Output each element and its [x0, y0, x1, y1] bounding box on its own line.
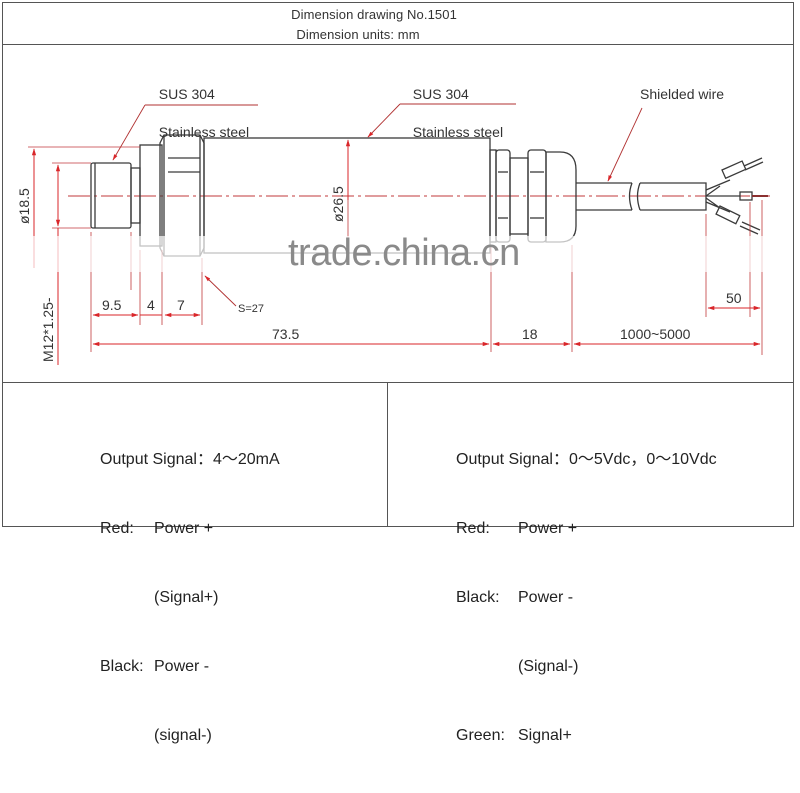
wire-row: Black: Power -	[100, 655, 280, 678]
wire-function: (Signal+)	[154, 589, 219, 606]
wire-color: Green:	[456, 727, 505, 744]
dim-50: 50	[726, 290, 742, 306]
callout-body-material: SUS 304 Stainless steel	[405, 66, 503, 142]
dim-18: 18	[522, 326, 538, 342]
wire-function: (signal-)	[154, 727, 212, 744]
panel-voltage-output: Output Signal：0～5Vdc，0～10Vdc Red: Power +…	[388, 383, 794, 744]
callout-hex-size: S=27	[238, 303, 264, 315]
current-output-spec: Output Signal：4～20mA Red: Power + (Signal…	[100, 402, 280, 793]
wire-lower	[705, 197, 731, 213]
output-signal-row: Output Signal：4～20mA	[100, 448, 280, 471]
wire-row: (Signal-)	[456, 655, 717, 678]
dim-cable-length: 1000~5000	[620, 326, 691, 342]
signal-label: Output Signal：	[456, 451, 569, 468]
callout-thread-material: SUS 304 Stainless steel	[151, 66, 249, 142]
watermark: trade.china.cn	[288, 232, 520, 274]
wire-upper	[705, 179, 731, 197]
wire-row: Red: Power +	[456, 517, 717, 540]
callout-line1: SUS 304	[158, 86, 215, 102]
wire-function: Power -	[518, 589, 574, 606]
panel-current-output: Output Signal：4～20mA Red: Power + (Signal…	[2, 383, 388, 744]
signal-value: 0～5Vdc，0～10Vdc	[568, 451, 717, 468]
signal-value: 4～20mA	[212, 451, 280, 468]
wire-row: Black: Power -	[456, 586, 717, 609]
callout-shielded-wire: Shielded wire	[640, 86, 725, 102]
drawing-frame	[2, 2, 794, 527]
watermark-band	[0, 236, 800, 272]
callout-line1: SUS 304	[412, 86, 469, 102]
output-signal-row: Output Signal：0～5Vdc，0～10Vdc	[456, 448, 717, 471]
wire-function: Signal+	[518, 727, 572, 744]
callout-line2: Stainless steel	[412, 124, 504, 140]
drawing-units: Dimension units: mm	[296, 27, 420, 42]
dimension-drawing	[0, 103, 800, 365]
dim-7: 7	[177, 297, 185, 313]
wire-row: Red: Power +	[100, 517, 280, 540]
wire-color: Red:	[100, 520, 134, 537]
voltage-output-spec: Output Signal：0～5Vdc，0～10Vdc Red: Power +…	[456, 402, 717, 793]
wire-color: Black:	[456, 589, 500, 606]
wire-function: Power +	[154, 520, 214, 537]
wire-function: Power +	[518, 520, 578, 537]
wire-row: (Signal+)	[100, 586, 280, 609]
drawing-title: Dimension drawing No.1501	[291, 7, 457, 22]
wiring-tables: Output Signal：4～20mA Red:Power + (Signal…	[2, 382, 794, 744]
wire-row: Green: Signal+	[456, 724, 717, 747]
dim-9-5: 9.5	[102, 297, 122, 313]
signal-label: Output Signal：	[100, 451, 213, 468]
drawing-header: Dimension drawing No.1501 Dimension unit…	[2, 2, 794, 45]
dim-73-5: 73.5	[272, 326, 300, 342]
leader-lines	[112, 103, 643, 307]
wire-function: (Signal-)	[518, 658, 579, 675]
wire-row: (signal-)	[100, 724, 280, 747]
dim-4: 4	[147, 297, 155, 313]
shielded-cable	[576, 182, 632, 211]
wire-function: Power -	[154, 658, 210, 675]
wire-color: Red:	[456, 520, 490, 537]
callout-line2: Stainless steel	[158, 124, 250, 140]
wire-color: Black:	[100, 658, 144, 675]
